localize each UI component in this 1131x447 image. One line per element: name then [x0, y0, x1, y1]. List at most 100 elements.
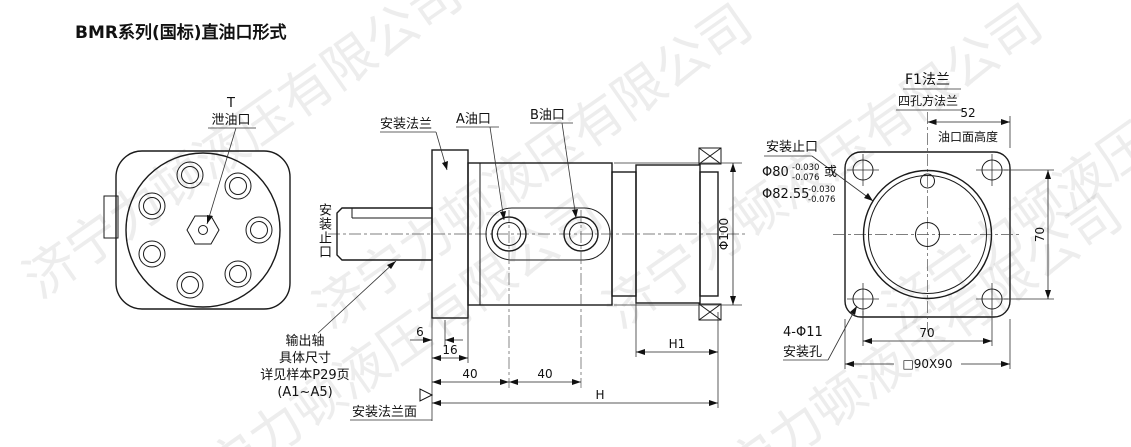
bolt-hole — [176, 161, 204, 189]
bolt-hole — [224, 172, 252, 200]
drain-plug-center — [198, 225, 208, 235]
rear-cover-square — [115, 150, 291, 310]
dim-arrow — [572, 379, 581, 385]
flange-view: F1法兰 四孔方法兰 — [762, 72, 1054, 371]
drain-port-label: 泄油口 — [211, 113, 250, 128]
dim-arrow — [1001, 119, 1010, 125]
dim-arrow — [445, 337, 454, 343]
spigot-tolerance-upper: -0.030 — [808, 185, 835, 195]
spigot-circle-inner — [868, 175, 987, 294]
bolt-hole — [176, 271, 204, 299]
spigot-tolerance-lower: -0.076 — [808, 195, 835, 205]
datum-triangle — [419, 388, 434, 402]
dim-arrow — [432, 400, 441, 406]
mount-holes-label: 4-Φ11 — [783, 325, 823, 340]
dim-arrow — [636, 349, 645, 355]
end-cap — [699, 171, 719, 297]
dim-flange-thickness: 16 — [442, 343, 457, 357]
dim-arrow — [1045, 170, 1051, 179]
port-a-label: A油口 — [456, 112, 491, 127]
dim-rear-length: H1 — [669, 337, 686, 351]
rear-bolt-head — [698, 147, 722, 165]
dim-arrow — [1001, 361, 1010, 367]
dim-arrow — [709, 400, 718, 406]
shaft-note-line: (A1~A5) — [277, 385, 332, 400]
dim-arrow — [432, 355, 441, 361]
leader-arrow — [442, 161, 448, 170]
dim-square-size: □90X90 — [902, 357, 952, 371]
flange-view-subtitle: 四孔方法兰 — [898, 93, 958, 108]
leader-line — [827, 305, 858, 361]
leader-arrow — [572, 209, 578, 218]
flange-face-label: 安装法兰面 — [352, 405, 417, 420]
dim-body-diameter: Φ100 — [717, 218, 731, 250]
rear-cover-circle — [125, 152, 281, 308]
dim-arrow — [983, 338, 992, 344]
bolt-hole — [245, 216, 273, 244]
spigot-tolerance-upper: -0.030 — [792, 163, 819, 173]
leader-line — [317, 260, 397, 334]
dim-arrow — [423, 337, 432, 343]
dim-arrow — [509, 379, 518, 385]
dim-port-a-offset: 40 — [462, 367, 477, 381]
dim-arrow — [730, 296, 736, 305]
port-a-thread — [497, 222, 521, 246]
leader-arrow — [864, 193, 873, 201]
mount-hole — [847, 283, 879, 315]
dim-arrow — [1045, 290, 1051, 299]
leader-arrow — [850, 306, 857, 315]
shaft-note-line: 详见样本P29页 — [260, 368, 349, 383]
dim-arrow — [863, 338, 872, 344]
spigot-circle-outer — [862, 169, 993, 300]
spigot-tolerance-lower: -0.076 — [792, 173, 819, 183]
port-t-label: T — [226, 96, 235, 111]
mounting-flange-label: 安装法兰 — [380, 117, 432, 132]
dim-spigot-depth: 6 — [416, 325, 424, 339]
dim-port-b-spacing: 40 — [537, 367, 552, 381]
leader-arrow — [387, 261, 396, 269]
leader-arrow — [500, 211, 506, 220]
leader-arrow — [207, 215, 213, 224]
dim-arrow — [500, 379, 509, 385]
mount-hole — [847, 154, 879, 186]
page-title: BMR系列(国标)直油口形式 — [75, 22, 287, 43]
dim-arrow — [730, 163, 736, 172]
shaft-hole — [915, 222, 940, 247]
shaft-note-line: 输出轴 — [285, 333, 324, 349]
mount-holes-label: 安装孔 — [783, 345, 822, 360]
face-port-hole — [920, 173, 935, 189]
drain-plug-hex — [186, 215, 220, 245]
side-view: 安装法兰 A油口 B油口 Φ100 安装法兰面 — [260, 108, 748, 421]
leader-line — [811, 155, 874, 202]
rear-view: T 泄油口 — [103, 96, 291, 310]
leader-line — [561, 122, 577, 219]
dim-overall-length: H — [595, 388, 604, 402]
dim-arrow — [927, 119, 937, 125]
spigot-label: 安装止口 — [766, 140, 818, 155]
bolt-hole — [138, 192, 166, 220]
spigot-or-label: 或 — [824, 165, 837, 180]
dim-port-face-height: 52 — [960, 106, 975, 120]
bolt-hole — [138, 240, 166, 268]
leader-line — [489, 126, 505, 221]
bolt-hole — [224, 260, 252, 288]
dim-arrow — [432, 379, 441, 385]
leader-line — [206, 127, 237, 225]
spigot-diameter-1: Φ80 — [762, 165, 789, 180]
port-boss — [485, 207, 611, 261]
flange-view-title: F1法兰 — [905, 72, 950, 88]
dim-arrow — [459, 355, 468, 361]
port-b-thread — [569, 222, 593, 246]
dim-arrow — [845, 361, 854, 367]
dim-bolt-spacing-v: 70 — [1033, 227, 1047, 242]
rear-bolt-head — [698, 303, 722, 321]
mount-hole — [976, 283, 1008, 315]
mount-hole — [976, 154, 1008, 186]
port-b-label: B油口 — [530, 108, 565, 123]
spigot-diameter-2: Φ82.55 — [762, 187, 809, 202]
side-tab — [103, 195, 119, 239]
dim-arrow — [709, 349, 718, 355]
spigot-label-side: 安装止口 — [316, 203, 331, 259]
